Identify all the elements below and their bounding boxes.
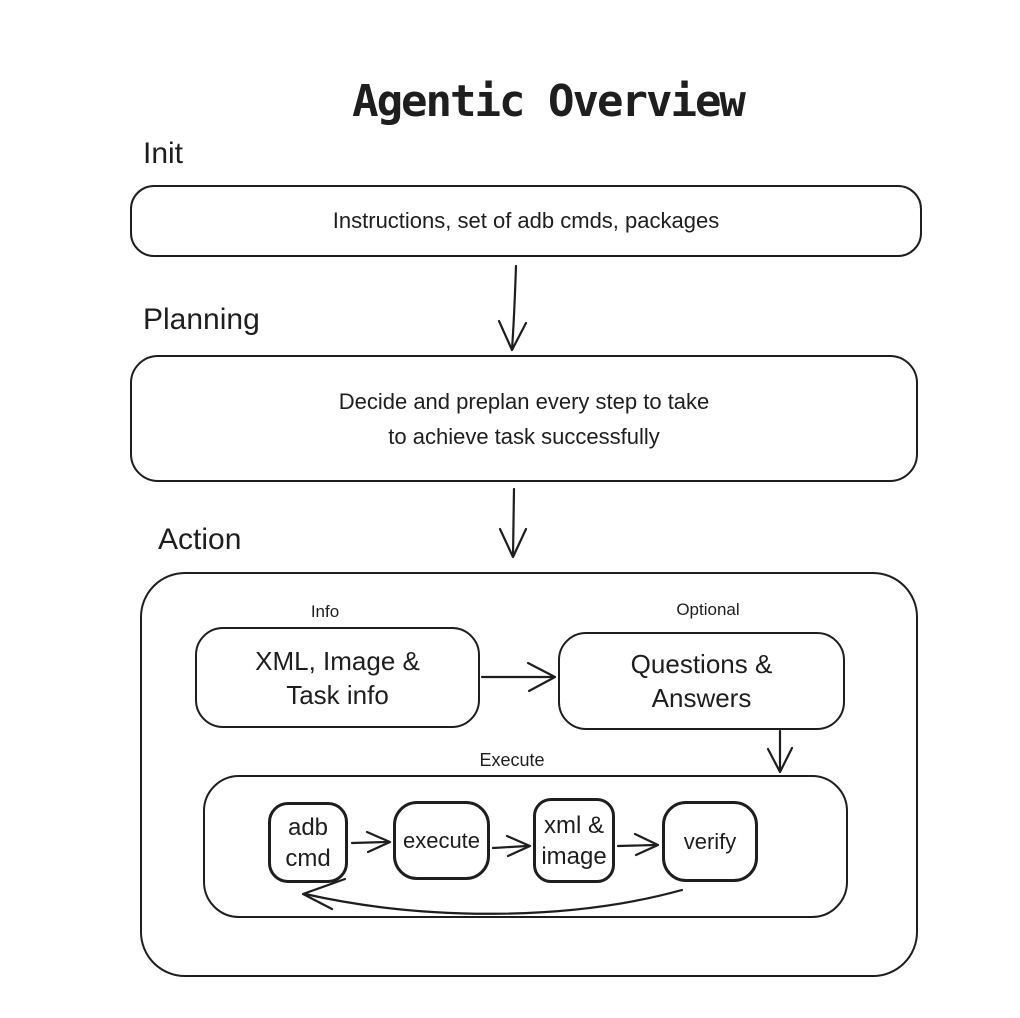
planning-box-line1: Decide and preplan every step to take <box>338 388 710 414</box>
section-label-planning: Planning <box>143 303 260 336</box>
arrow-init-to-planning <box>497 264 528 352</box>
execute-caption: Execute <box>479 750 545 770</box>
step-execute-box: execute <box>393 801 490 880</box>
step-verify-label: verify <box>683 828 737 854</box>
diagram-title: Agentic Overview <box>352 76 746 127</box>
step-xml-image-box: xml & image <box>533 798 615 883</box>
qa-box-line1: Questions & <box>630 649 773 679</box>
init-box: Instructions, set of adb cmds, packages <box>130 185 922 257</box>
step-verify-box: verify <box>662 801 758 882</box>
optional-caption: Optional <box>676 600 740 619</box>
step-execute-label: execute <box>402 827 481 853</box>
arrow-planning-to-action <box>498 487 528 559</box>
planning-box-line2: to achieve task successfully <box>388 423 660 449</box>
qa-box-line2: Answers <box>651 683 752 713</box>
step-adb-line2: cmd <box>285 844 331 872</box>
step-xml-line2: image <box>541 842 607 870</box>
info-box: XML, Image & Task info <box>195 627 480 728</box>
init-box-text: Instructions, set of adb cmds, packages <box>332 208 720 233</box>
section-label-action: Action <box>158 523 242 556</box>
info-box-line1: XML, Image & <box>255 645 420 676</box>
step-xml-line1: xml & <box>544 811 604 839</box>
info-box-line2: Task info <box>286 679 389 710</box>
questions-answers-box: Questions & Answers <box>558 632 845 730</box>
info-caption: Info <box>310 602 340 621</box>
section-label-init: Init <box>143 137 184 170</box>
step-adb-cmd-box: adb cmd <box>268 802 348 883</box>
step-adb-line1: adb <box>287 813 329 841</box>
planning-box: Decide and preplan every step to take to… <box>130 355 918 482</box>
